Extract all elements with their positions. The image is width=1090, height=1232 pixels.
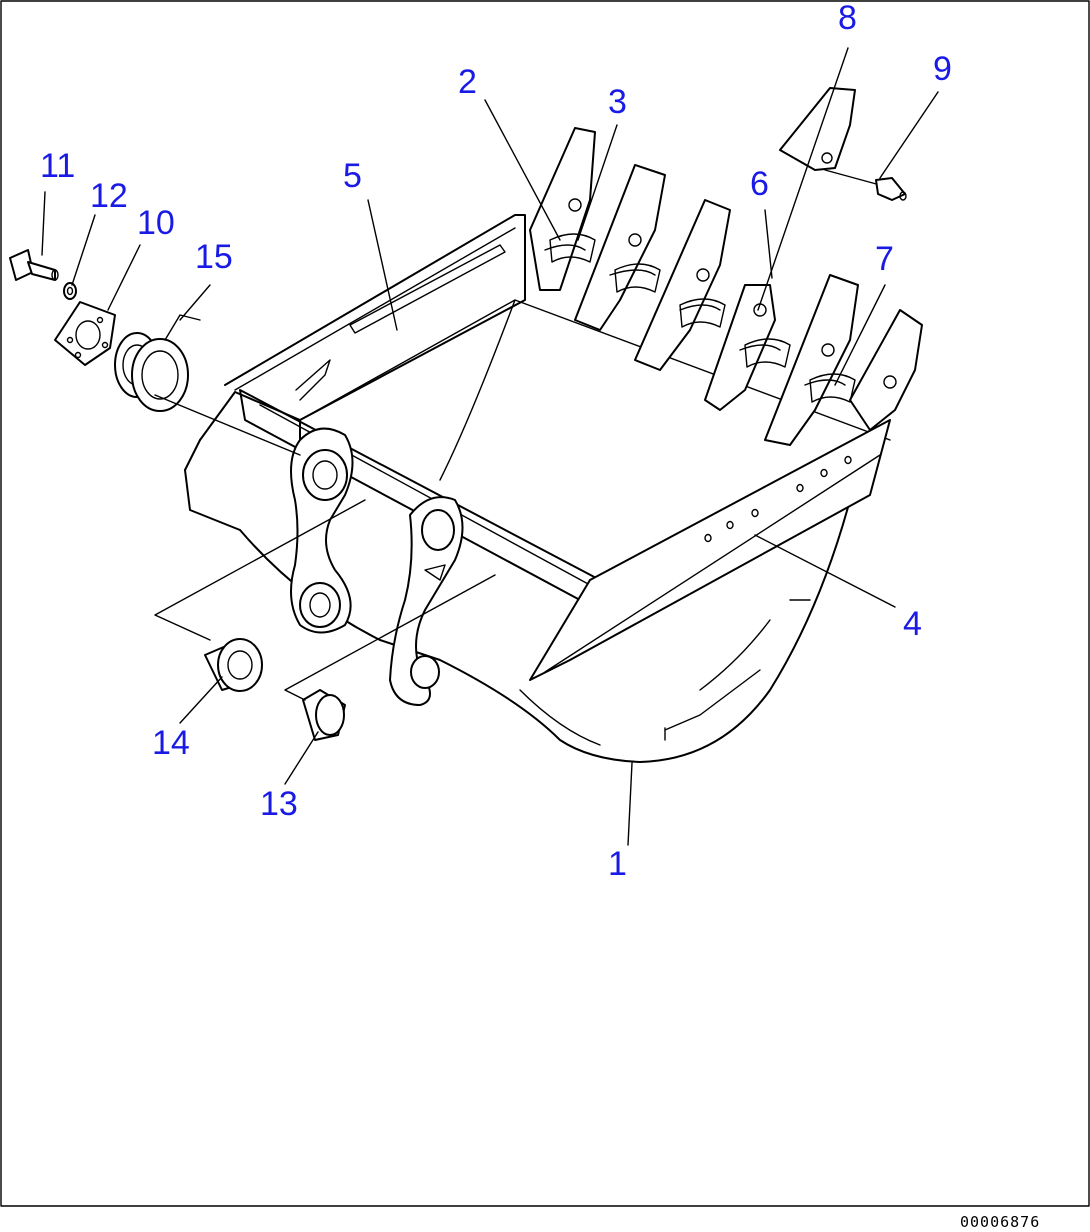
tooth-4: [704, 284, 781, 411]
tooth-adapters: [549, 233, 856, 403]
pin-9: [875, 177, 907, 201]
tooth-5: [764, 274, 859, 446]
bushing-14: [204, 638, 263, 692]
tooth-3: [634, 199, 731, 371]
callout-1: 1: [608, 845, 627, 883]
callout-12: 12: [90, 177, 128, 215]
right-bracket: [389, 496, 464, 706]
callout-6: 6: [750, 165, 769, 203]
callout-15: 15: [195, 238, 233, 276]
callout-9: 9: [933, 50, 952, 88]
tooth-1: [529, 127, 596, 291]
callout-3: 3: [608, 83, 627, 121]
callout-11: 11: [40, 147, 75, 185]
callout-4: 4: [903, 605, 922, 643]
bucket-teeth: [529, 127, 923, 446]
leader-lines: [41, 47, 939, 846]
tooth-6: [849, 309, 923, 431]
callout-2: 2: [458, 63, 477, 101]
callout-7: 7: [875, 240, 894, 278]
bolt-11: [9, 249, 59, 281]
callout-10: 10: [137, 204, 175, 242]
callout-8: 8: [838, 0, 857, 37]
callout-13: 13: [260, 785, 298, 823]
drawing-frame: [0, 0, 1090, 1207]
callout-labels: 1 2 3 4 5 6 7 8 9 10 11 12 13 14 15: [40, 0, 952, 883]
bucket-body: [184, 214, 891, 763]
callout-5: 5: [343, 157, 362, 195]
side-wall-holes: [704, 455, 852, 543]
drawing-code: 00006876: [960, 1213, 1040, 1231]
shims-15: [114, 314, 201, 412]
tooth-8: [779, 87, 856, 171]
callout-14: 14: [152, 724, 190, 762]
washer-12: [63, 282, 77, 300]
left-bracket: [290, 427, 354, 634]
bushing-13: [302, 689, 346, 741]
plate-10: [54, 301, 116, 366]
